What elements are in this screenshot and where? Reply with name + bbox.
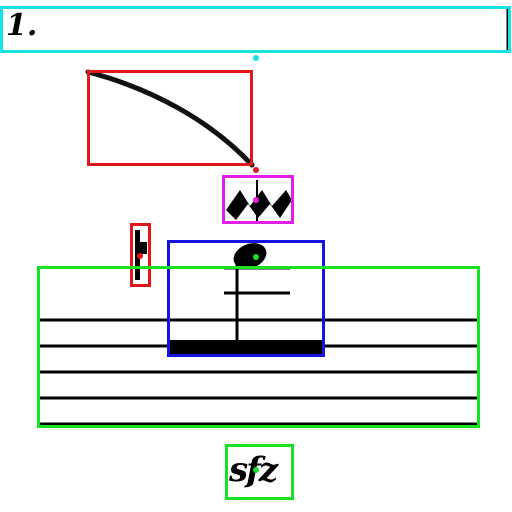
volta-center-marker [253,55,259,61]
slur [85,69,255,168]
slur-bbox [87,70,253,166]
ending-number: 1. [6,8,38,43]
ornament-bbox [222,175,294,224]
slur-center-marker [253,167,259,173]
staff-bbox [37,266,480,428]
note-head [233,243,267,269]
dynamic-center-marker [253,467,259,473]
volta-bbox [0,6,511,53]
small-flat-head [135,242,147,254]
mordent-ornament [226,190,292,220]
note-center-marker [253,254,259,260]
dynamic-bbox [225,444,294,500]
ornament-center-marker [253,197,259,203]
note-beam [170,340,322,354]
flat-center-marker [137,253,143,259]
note-bbox [167,240,325,357]
flat-bbox [130,223,151,287]
